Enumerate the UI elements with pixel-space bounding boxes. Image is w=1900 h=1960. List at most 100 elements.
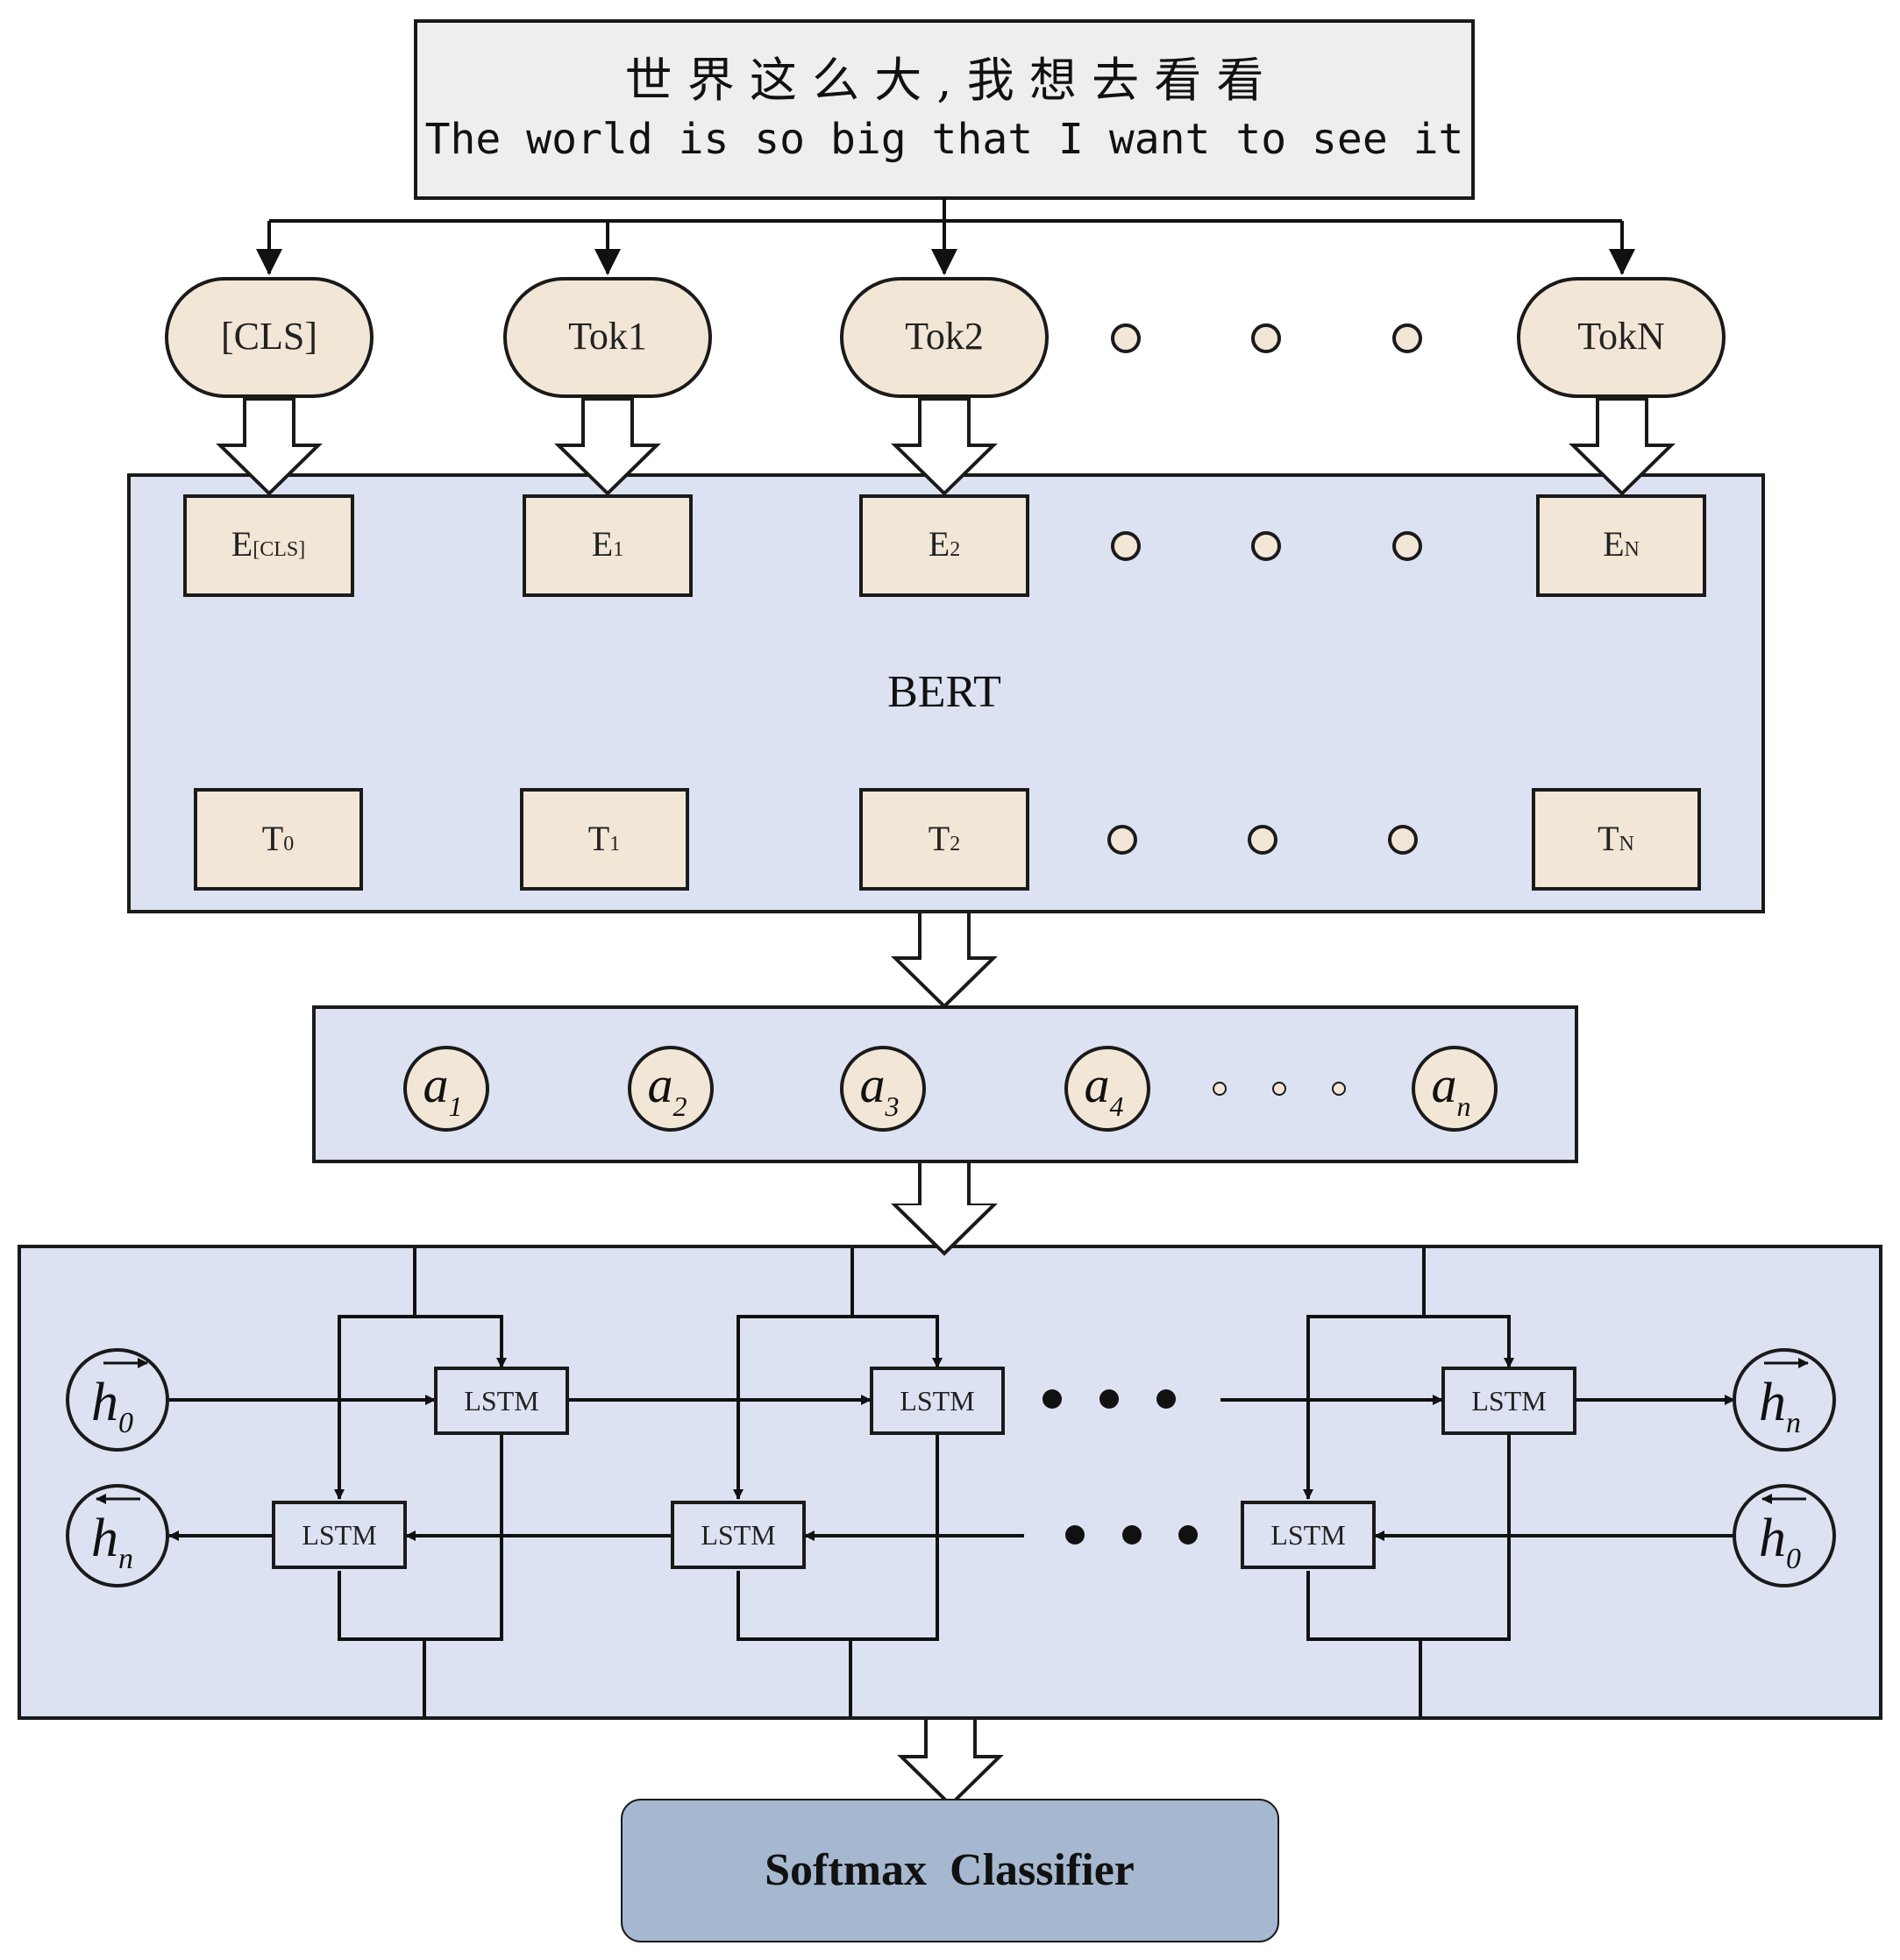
embedding-cls-sub: [CLS] [253, 538, 305, 561]
feature-row: a1 a2 a3 a4 a [403, 1046, 1498, 1132]
svg-text:hn: hn [91, 1509, 133, 1575]
feature-a3-sub: 3 [885, 1090, 900, 1122]
token-cls: [CLS] [165, 277, 374, 398]
forward-lstm-row: LSTM LSTM LSTM [434, 1367, 1576, 1435]
svg-text:a4: a4 [1085, 1056, 1124, 1122]
embedding-cls: E[CLS] [183, 494, 354, 597]
token-tok1: Tok1 [503, 277, 712, 398]
svg-text:EN: EN [1603, 524, 1640, 564]
svg-text:a2: a2 [648, 1056, 687, 1122]
token-tok1-label: Tok1 [568, 315, 647, 358]
input-to-token-arrows [256, 198, 1635, 275]
feature-a2: a2 [628, 1046, 714, 1132]
token-tok2-label: Tok2 [905, 315, 984, 358]
feature-an-main: a [1432, 1056, 1457, 1113]
forward-lstm-1: LSTM [434, 1367, 569, 1435]
bilstm-wiring [168, 1248, 1735, 1716]
output-t2: T2 [859, 788, 1029, 891]
backward-lstm-row: LSTM LSTM LSTM [272, 1501, 1376, 1569]
output-ellipsis [1107, 825, 1418, 855]
svg-text:T1: T1 [588, 819, 620, 858]
forward-lstm-2-label: LSTM [900, 1385, 974, 1417]
backward-initial-main: h [1759, 1509, 1786, 1568]
feature-ellipsis [1213, 1082, 1346, 1096]
svg-text:h0: h0 [91, 1373, 133, 1439]
forward-final-state: hn [1733, 1348, 1836, 1452]
token-row: [CLS] Tok1 Tok2 TokN [165, 277, 1726, 398]
forward-lstm-2: LSTM [870, 1367, 1005, 1435]
backward-ellipsis [1065, 1525, 1198, 1545]
forward-lstm-1-label: LSTM [464, 1385, 538, 1417]
feature-a2-sub: 2 [673, 1090, 687, 1122]
feature-an: an [1412, 1046, 1498, 1132]
bert-label: BERT [887, 667, 1001, 717]
token-tok2: Tok2 [840, 277, 1049, 398]
forward-initial-sub: 0 [118, 1407, 133, 1439]
output-t0: T0 [194, 788, 363, 891]
embedding-1-sub: 1 [613, 538, 623, 561]
embedding-2-main: E [929, 524, 950, 564]
feature-a4-main: a [1085, 1056, 1110, 1113]
svg-text:hn: hn [1759, 1373, 1801, 1439]
feature-panel [312, 1005, 1578, 1163]
svg-text:a3: a3 [860, 1056, 900, 1122]
forward-final-main: h [1759, 1373, 1786, 1432]
feature-a1: a1 [403, 1046, 489, 1132]
input-chinese-text: 世 界 这 么 大 , 我 想 去 看 看 [625, 53, 1264, 108]
forward-final-sub: n [1786, 1407, 1801, 1439]
output-t0-sub: 0 [283, 833, 294, 856]
feature-a3-main: a [860, 1056, 886, 1113]
softmax-classifier-label: Softmax Classifier [765, 1845, 1135, 1895]
output-tn-sub: N [1619, 833, 1634, 856]
output-t2-main: T [929, 819, 950, 858]
token-tokn-label: TokN [1577, 315, 1665, 358]
input-english-text: The world is so big that I want to see i… [425, 115, 1464, 164]
backward-final-state: hn [66, 1484, 169, 1587]
backward-initial-sub: 0 [1786, 1543, 1801, 1575]
backward-initial-state: h0 [1733, 1484, 1836, 1587]
forward-initial-main: h [91, 1373, 118, 1432]
output-t1-main: T [588, 819, 609, 858]
bilstm-panel [18, 1245, 1882, 1720]
feature-a1-main: a [423, 1056, 449, 1113]
output-tn-main: T [1598, 819, 1619, 858]
token-to-embedding-arrows [216, 397, 1676, 496]
feature-a2-main: a [648, 1056, 673, 1113]
embedding-1: E1 [523, 494, 693, 597]
features-to-bilstm-arrow-tip [893, 1204, 995, 1256]
input-sentence-box: 世 界 这 么 大 , 我 想 去 看 看 The world is so bi… [414, 19, 1475, 200]
svg-text:a1: a1 [423, 1056, 463, 1122]
embedding-n-sub: N [1625, 538, 1640, 561]
embedding-n: EN [1536, 494, 1706, 597]
forward-initial-state: h0 [66, 1348, 169, 1452]
feature-a1-sub: 1 [449, 1090, 463, 1122]
backward-lstm-3-label: LSTM [1270, 1519, 1345, 1551]
output-t0-main: T [262, 819, 283, 858]
svg-text:h0: h0 [1759, 1509, 1801, 1575]
backward-lstm-1: LSTM [272, 1501, 407, 1569]
svg-text:E1: E1 [592, 524, 623, 564]
backward-final-sub: n [118, 1543, 133, 1575]
feature-a4-sub: 4 [1110, 1090, 1124, 1122]
svg-text:an: an [1432, 1056, 1471, 1122]
embedding-1-main: E [592, 524, 613, 564]
bert-to-features-arrow [891, 910, 998, 1009]
forward-lstm-3-label: LSTM [1471, 1385, 1546, 1417]
svg-text:T0: T0 [262, 819, 294, 858]
svg-text:T2: T2 [929, 819, 960, 858]
output-t2-sub: 2 [950, 833, 960, 856]
backward-lstm-3: LSTM [1241, 1501, 1376, 1569]
svg-text:TN: TN [1598, 819, 1634, 858]
svg-text:E[CLS]: E[CLS] [231, 524, 305, 564]
output-t1: T1 [520, 788, 689, 891]
bilstm-to-classifier-arrow [897, 1716, 1004, 1807]
svg-text:E2: E2 [929, 524, 960, 564]
embedding-2: E2 [859, 494, 1029, 597]
token-ellipsis [1111, 323, 1422, 353]
token-tokn: TokN [1517, 277, 1726, 398]
embedding-n-main: E [1603, 524, 1624, 564]
forward-ellipsis [1043, 1389, 1176, 1409]
output-tn: TN [1532, 788, 1701, 891]
backward-lstm-2-label: LSTM [701, 1519, 775, 1551]
output-row: T0 T1 T2 TN [194, 788, 1701, 891]
